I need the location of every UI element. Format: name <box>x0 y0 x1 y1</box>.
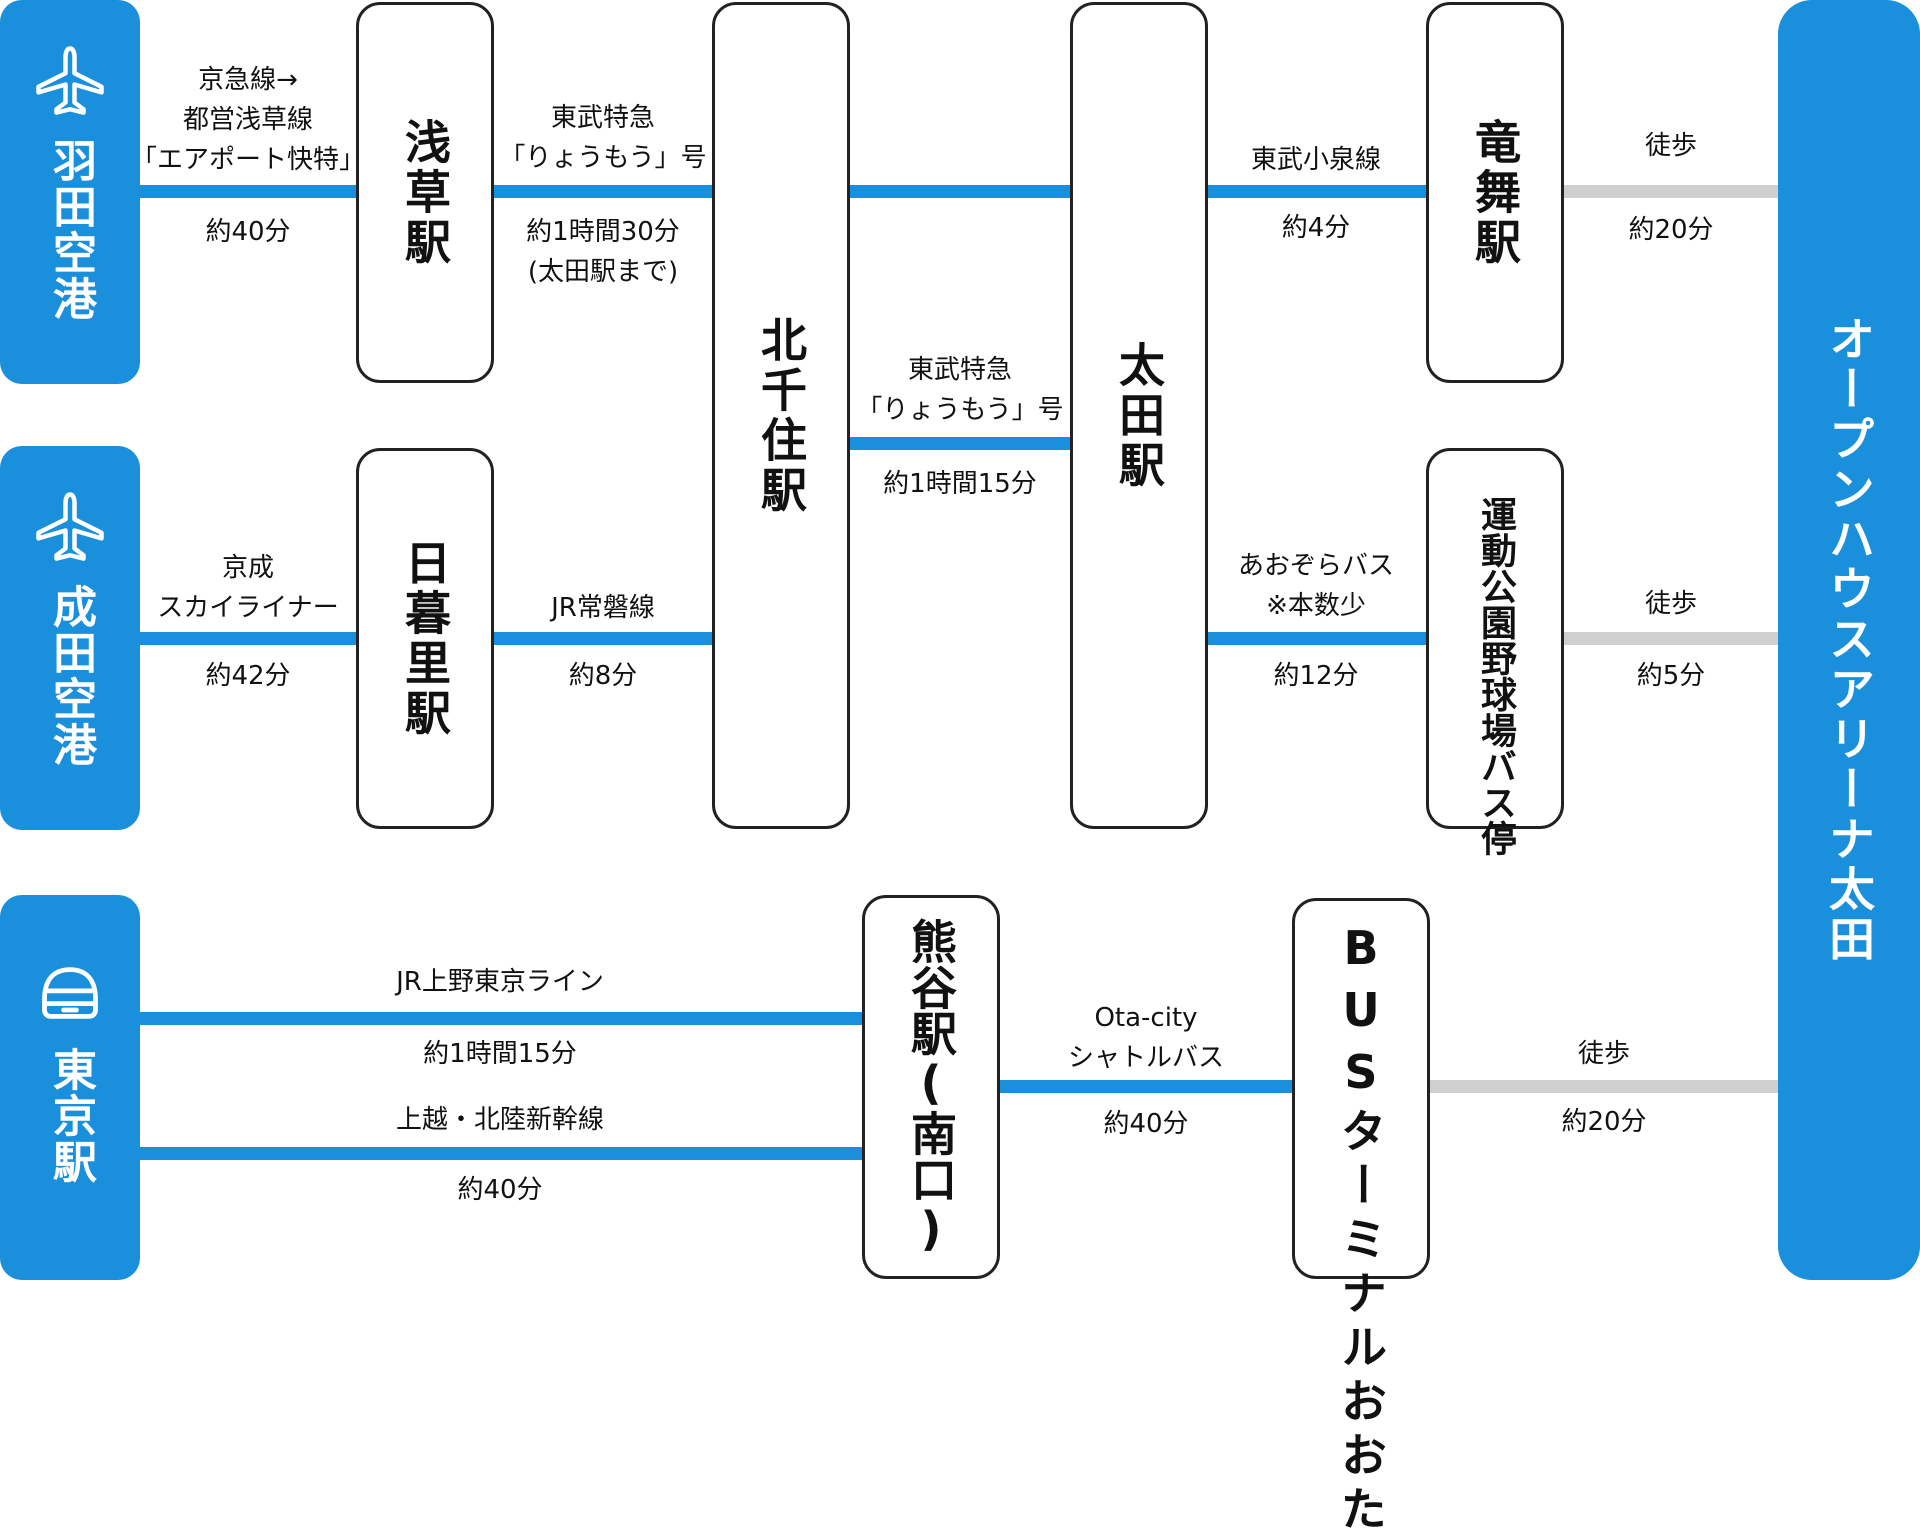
route-undo-arena-time: 約5分 <box>1636 661 1706 691</box>
route-kitasenju-ota-line: 東武特急 「りょうもう」号 <box>856 355 1064 425</box>
station-kitasenju-label: 北千住駅 <box>754 315 808 516</box>
route-undo-arena-line: 徒歩 <box>1644 589 1698 619</box>
station-ryumai: 竜舞駅 <box>1426 2 1564 383</box>
route-ryumai-arena-line: 徒歩 <box>1644 131 1698 161</box>
route-ota-ryumai-time: 約4分 <box>1281 213 1351 243</box>
station-ota: 太田駅 <box>1070 2 1208 829</box>
route-kumagaya-bus-line: Ota-city シャトルバス <box>1067 1003 1225 1073</box>
origin-haneda: 羽田空港 <box>0 0 140 384</box>
line-undo-arena <box>1562 632 1780 645</box>
route-narita-nippori-time: 約42分 <box>205 661 291 691</box>
origin-haneda-label: 羽田空港 <box>45 138 96 322</box>
route-ota-ryumai-line: 東武小泉線 <box>1250 145 1382 175</box>
line-narita-nippori <box>138 632 358 645</box>
route-ota-undo-time: 約12分 <box>1273 661 1359 691</box>
route-tokyo-kumagaya-2-time: 約40分 <box>457 1175 543 1205</box>
line-ryumai-arena <box>1562 185 1780 198</box>
route-ota-undo-line: あおぞらバス ※本数少 <box>1237 551 1395 621</box>
route-haneda-asakusa-time: 約40分 <box>205 217 291 247</box>
route-ryumai-arena-time: 約20分 <box>1628 215 1714 245</box>
train-icon <box>42 967 98 1019</box>
station-nippori: 日暮里駅 <box>356 448 494 829</box>
route-nippori-kitasenju-time: 約8分 <box>568 661 638 691</box>
destination-open-house-arena-ota: オープンハウスアリーナ太田 <box>1778 0 1920 1280</box>
line-kitasenju-ota <box>848 437 1072 450</box>
line-tokyo-kumagaya-1 <box>138 1012 864 1025</box>
route-kitasenju-ota-time: 約1時間15分 <box>883 469 1037 499</box>
line-kumagaya-bus <box>998 1080 1294 1093</box>
route-haneda-asakusa-line: 京急線→ 都営浅草線 「エアポート快特」 <box>130 65 366 175</box>
station-asakusa: 浅草駅 <box>356 2 494 383</box>
plane-icon <box>36 492 104 561</box>
line-tokyo-kumagaya-2 <box>138 1147 864 1160</box>
route-tokyo-kumagaya-2-line: 上越・北陸新幹線 <box>395 1105 605 1135</box>
route-bus-arena-line: 徒歩 <box>1577 1039 1631 1069</box>
route-narita-nippori-line: 京成 スカイライナー <box>157 553 339 623</box>
station-bus-terminal-ota: BUSターミナルおおた <box>1292 898 1430 1539</box>
station-undo-koen-label: 運動公園野球場バス停 <box>1475 496 1516 856</box>
station-nippori-label: 日暮里駅 <box>398 538 452 739</box>
route-bus-arena-time: 約20分 <box>1561 1107 1647 1137</box>
destination-label: オープンハウスアリーナ太田 <box>1822 315 1876 965</box>
route-nippori-kitasenju-line: JR常磐線 <box>551 593 655 623</box>
origin-narita-label: 成田空港 <box>45 584 96 768</box>
station-asakusa-label: 浅草駅 <box>398 117 452 268</box>
station-bus-terminal-label: BUSターミナルおおた <box>1334 921 1388 1539</box>
station-kumagaya: 熊谷駅(南口) <box>862 895 1000 1279</box>
route-asakusa-ota-line: 東武特急 「りょうもう」号 <box>499 103 707 173</box>
route-tokyo-kumagaya-1-line: JR上野東京ライン <box>396 967 604 997</box>
station-undo-koen-bus-stop: 運動公園野球場バス停 <box>1426 448 1564 856</box>
route-tokyo-kumagaya-1-time: 約1時間15分 <box>423 1039 577 1069</box>
origin-tokyo-label: 東京駅 <box>45 1047 96 1185</box>
station-kitasenju: 北千住駅 <box>712 2 850 829</box>
line-ota-undo <box>1206 632 1428 645</box>
route-asakusa-ota-time: 約1時間30分 (太田駅まで) <box>526 217 680 287</box>
line-nippori-kitasenju <box>492 632 714 645</box>
line-ota-ryumai <box>1206 185 1428 198</box>
station-ryumai-label: 竜舞駅 <box>1468 117 1522 268</box>
route-kumagaya-bus-time: 約40分 <box>1103 1109 1189 1139</box>
plane-icon <box>36 46 104 115</box>
origin-narita: 成田空港 <box>0 446 140 830</box>
origin-tokyo: 東京駅 <box>0 895 140 1280</box>
station-ota-label: 太田駅 <box>1112 340 1166 491</box>
line-bus-arena <box>1428 1080 1780 1093</box>
station-kumagaya-label: 熊谷駅(南口) <box>904 918 958 1256</box>
line-haneda-asakusa <box>138 185 358 198</box>
